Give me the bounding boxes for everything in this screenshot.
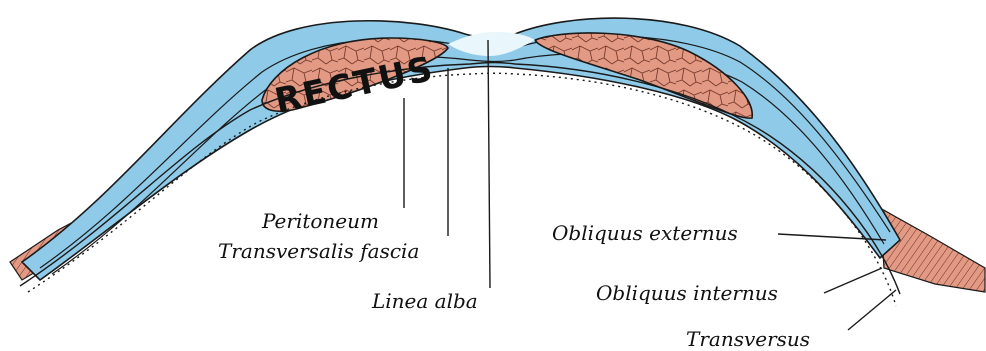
transversalis-fascia-label: Transversalis fascia xyxy=(218,239,419,263)
obliquus-externus-label: Obliquus externus xyxy=(552,221,738,245)
transversus-label: Transversus xyxy=(686,327,810,351)
obliquus-internus-label: Obliquus internus xyxy=(596,281,778,305)
transversus-leader xyxy=(848,290,896,330)
obliquus-internus-leader xyxy=(824,268,882,293)
right-lateral-muscle xyxy=(880,208,985,292)
linea-alba-label: Linea alba xyxy=(371,289,478,313)
linea-alba-leader xyxy=(488,40,490,288)
peritoneum-label: Peritoneum xyxy=(261,209,379,233)
rectus-sheath xyxy=(22,18,900,280)
